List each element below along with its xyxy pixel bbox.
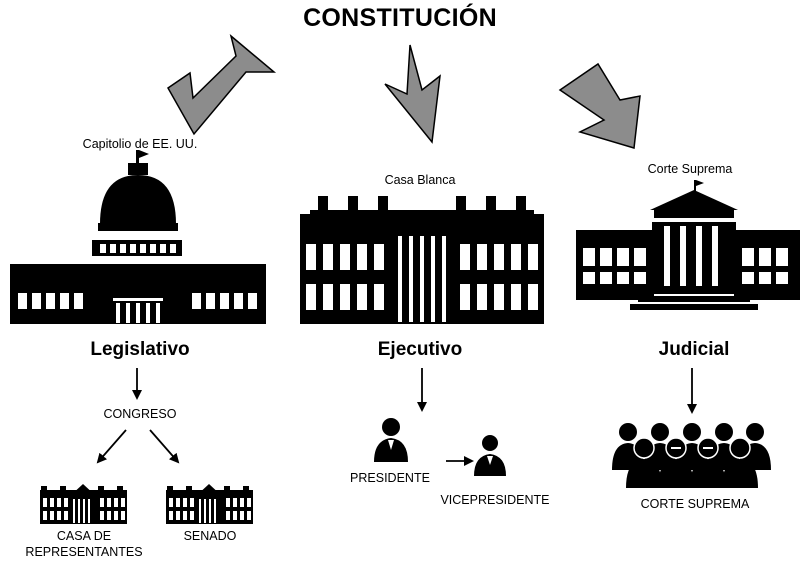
big-arrow-left bbox=[167, 33, 277, 136]
president-person-icon bbox=[374, 418, 408, 462]
branch-executive-label: Ejecutivo bbox=[377, 339, 463, 360]
justices-group-icon bbox=[612, 423, 771, 488]
corte-suprema-label: CORTE SUPREMA bbox=[640, 497, 750, 511]
branch-judicial-label: Judicial bbox=[658, 339, 730, 360]
house-of-representatives-icon bbox=[40, 484, 127, 524]
senado-label: SENADO bbox=[183, 529, 237, 543]
capitol-label: Capitolio de EE. UU. bbox=[82, 137, 198, 151]
white-house-label: Casa Blanca bbox=[384, 173, 456, 187]
arrow-congreso-to-casa bbox=[96, 429, 127, 464]
arrow-congreso-to-senado bbox=[149, 429, 180, 464]
vice-president-person-icon bbox=[474, 435, 506, 476]
representantes-label: REPRESENTANTES bbox=[25, 545, 143, 559]
presidente-label: PRESIDENTE bbox=[350, 471, 430, 485]
supreme-court-building-label: Corte Suprema bbox=[647, 162, 733, 176]
capitol-building-icon bbox=[10, 150, 266, 324]
casa-de-label: CASA DE bbox=[56, 529, 112, 543]
vicepresidente-label: VICEPRESIDENTE bbox=[440, 493, 550, 507]
big-arrow-center bbox=[384, 44, 441, 144]
congreso-label: CONGRESO bbox=[103, 407, 177, 421]
white-house-building-icon bbox=[300, 196, 544, 324]
senate-building-icon bbox=[166, 484, 253, 524]
supreme-court-building-icon bbox=[576, 180, 800, 310]
branch-legislative-label: Legislativo bbox=[90, 339, 190, 360]
connector-arrows bbox=[96, 368, 697, 466]
big-arrow-right bbox=[558, 62, 641, 149]
page-title: CONSTITUCIÓN bbox=[303, 4, 497, 32]
